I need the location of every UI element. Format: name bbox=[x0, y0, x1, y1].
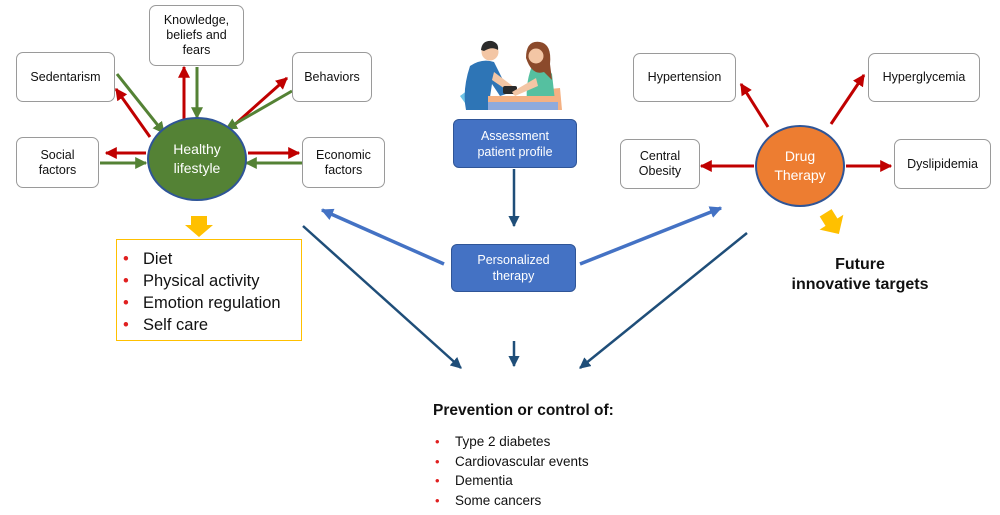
arrow-to-drug-therapy bbox=[579, 206, 723, 266]
doctor-patient-illustration bbox=[460, 40, 562, 110]
arrow-to-hyperglycemia bbox=[829, 74, 866, 125]
target-central-obesity: Central Obesity bbox=[620, 139, 700, 189]
factor-social: Social factors bbox=[16, 137, 99, 188]
factor-knowledge-beliefs-fears: Knowledge, beliefs and fears bbox=[149, 5, 244, 66]
prevention-item: Cardiovascular events bbox=[429, 452, 679, 472]
prevention-list: Type 2 diabetes Cardiovascular events De… bbox=[429, 432, 679, 510]
factor-sedentarism: Sedentarism bbox=[16, 52, 115, 102]
lifestyle-item: Self care bbox=[117, 314, 301, 336]
prevention-title: Prevention or control of: bbox=[433, 402, 614, 419]
personalized-flow-arrows bbox=[320, 206, 723, 266]
lifestyle-items-list: Diet Physical activity Emotion regulatio… bbox=[117, 248, 301, 336]
outcome-arrows bbox=[302, 169, 748, 369]
prevention-item: Some cancers bbox=[429, 491, 679, 511]
prevention-list-container: Type 2 diabetes Cardiovascular events De… bbox=[429, 432, 679, 510]
drug-therapy-arrows bbox=[699, 74, 893, 172]
future-targets-arrow bbox=[819, 209, 844, 235]
future-innovative-targets: Future innovative targets bbox=[791, 256, 929, 293]
lifestyle-item: Emotion regulation bbox=[117, 292, 301, 314]
lifestyle-item: Diet bbox=[117, 248, 301, 270]
target-hyperglycemia: Hyperglycemia bbox=[868, 53, 980, 102]
arrow-to-sedentarism bbox=[114, 88, 152, 138]
factor-economic: Economic factors bbox=[302, 137, 385, 188]
arrow-to-hypertension bbox=[739, 82, 770, 128]
drug-therapy-circle: Drug Therapy bbox=[755, 125, 845, 207]
lifestyle-items-box: Diet Physical activity Emotion regulatio… bbox=[116, 239, 302, 341]
lifestyle-item: Physical activity bbox=[117, 270, 301, 292]
target-dyslipidemia: Dyslipidemia bbox=[894, 139, 991, 189]
prevention-item: Type 2 diabetes bbox=[429, 432, 679, 452]
prevention-item: Dementia bbox=[429, 471, 679, 491]
arrow-from-sedentarism bbox=[115, 73, 166, 134]
factor-behaviors: Behaviors bbox=[292, 52, 372, 102]
arrow-to-lifestyle bbox=[320, 208, 445, 266]
lifestyle-incoming-arrows bbox=[100, 67, 302, 169]
assessment-patient-profile-box: Assessment patient profile bbox=[453, 119, 577, 168]
arrow-drug-to-prevention bbox=[579, 232, 748, 369]
target-hypertension: Hypertension bbox=[633, 53, 736, 102]
healthy-lifestyle-circle: Healthy lifestyle bbox=[147, 117, 247, 201]
arrow-from-behaviors bbox=[224, 89, 293, 131]
lifestyle-down-arrow bbox=[185, 216, 213, 237]
arrow-lifestyle-to-prevention bbox=[302, 225, 462, 369]
personalized-therapy-box: Personalized therapy bbox=[451, 244, 576, 292]
